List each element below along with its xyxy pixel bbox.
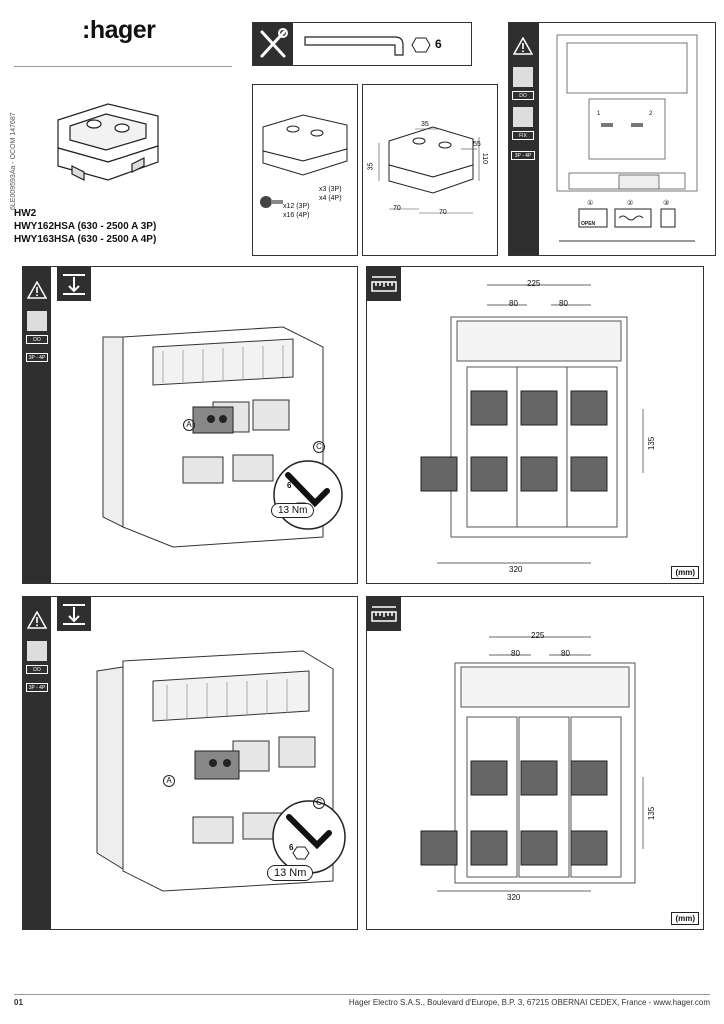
badge-do: DO (26, 335, 48, 344)
breaker-iso-drawing-2 (96, 650, 346, 892)
badge-poles: 3P - 4P (511, 151, 535, 160)
hex-nut-icon (411, 37, 431, 53)
reference-drawing-area: 1 2 ① ② ③ OPEN (539, 23, 715, 255)
dim-320: 320 (509, 565, 523, 574)
callout-c: C (313, 797, 325, 809)
tools-header (253, 23, 293, 65)
kit-block-drawing (262, 114, 348, 176)
page-number: 01 (14, 998, 23, 1007)
do-icon (27, 311, 47, 331)
tools-box: 6 (252, 22, 472, 66)
badge-do: DO (512, 91, 534, 100)
screw-icon (260, 196, 283, 208)
dim-70-left: 70 (393, 205, 401, 212)
dim-80-left: 80 (511, 649, 520, 658)
qty-screws-4p: x16 (4P) (283, 212, 310, 219)
block-dimension-drawing (378, 126, 480, 214)
dim-35-top: 35 (421, 121, 429, 128)
marker-2: 2 (649, 111, 653, 117)
reference-box: DO FIX 3P - 4P 1 2 ① ② ③ OPEN (508, 22, 716, 256)
dim-135: 135 (647, 436, 657, 451)
block-dimensions-box: 35 55 110 35 70 70 (362, 84, 498, 256)
unit-label: (mm) (671, 566, 699, 579)
dimensions-panel-1: 225 80 80 135 320 (mm) (366, 266, 704, 584)
dim-110: 110 (481, 152, 489, 165)
dim-80-left: 80 (509, 299, 518, 308)
doc-code: 6LE009593Aa - OCOM 147687 (10, 112, 17, 210)
ruler-icon (367, 597, 401, 631)
dim-35-side: 35 (367, 162, 375, 171)
callout-a: A (183, 419, 195, 431)
assembly-panel-2: DO 3P - 4P A C 6 13 Nm (22, 596, 358, 930)
qty-screws-3p: x12 (3P) (283, 203, 310, 210)
dim-70-right: 70 (439, 209, 447, 216)
product-line-2: HWY163HSA (630 - 2500 A 4P) (14, 234, 157, 245)
product-family: HW2 (14, 208, 37, 219)
install-icon (57, 267, 91, 301)
breaker-front-drawing (556, 34, 698, 242)
callout-a: A (163, 775, 175, 787)
breaker-iso-drawing-1 (102, 326, 343, 548)
dim-80-right: 80 (559, 299, 568, 308)
do-icon (513, 67, 533, 87)
install-icon (57, 597, 91, 631)
dim-55: 55 (473, 141, 481, 148)
fix-icon (513, 107, 533, 127)
brand-logo: :hager (82, 16, 156, 44)
marker-1: 1 (597, 111, 601, 117)
torque-hex-size: 6 (289, 843, 294, 852)
badge-do: DO (26, 665, 48, 674)
dim-80-right: 80 (561, 649, 570, 658)
do-icon (27, 641, 47, 661)
product-line-1: HWY162HSA (630 - 2500 A 3P) (14, 221, 157, 232)
panel-3-sidebar: DO 3P - 4P (23, 597, 51, 929)
dim-135: 135 (647, 806, 657, 821)
qty-blocks-3p: x3 (3P) (319, 186, 342, 193)
torque-hex-size: 6 (287, 481, 292, 490)
footer-rule (14, 994, 710, 995)
qty-blocks-4p: x4 (4P) (319, 195, 342, 202)
footer-address: Hager Electro S.A.S., Boulevard d'Europe… (348, 998, 710, 1007)
front-dimension-drawing-2 (420, 636, 644, 892)
dimensions-panel-2: 225 80 80 135 320 (mm) (366, 596, 704, 930)
warning-icon (513, 37, 533, 55)
header-rule (14, 66, 232, 67)
callout-c: C (313, 441, 325, 453)
wrench-screwdriver-icon (260, 28, 288, 58)
unit-label: (mm) (671, 912, 699, 925)
dim-225: 225 (531, 631, 545, 640)
kit-box: x12 (3P) x16 (4P) x3 (3P) x4 (4P) (252, 84, 358, 256)
warning-icon (27, 281, 47, 299)
open-label: OPEN (581, 221, 596, 227)
torque-value: 13 Nm (271, 503, 315, 518)
panel-1-sidebar: DO 3P - 4P (23, 267, 51, 583)
assembly-panel-1: DO 3P - 4P A C 6 13 Nm (22, 266, 358, 584)
terminal-block-drawing (57, 103, 159, 181)
step-2: ② (627, 200, 634, 207)
hex-key-icon (304, 36, 404, 56)
warning-icon (27, 611, 47, 629)
badge-fix: FIX (512, 131, 534, 140)
badge-poles: 3P - 4P (26, 683, 48, 692)
step-3: ③ (663, 200, 670, 207)
ruler-icon (367, 267, 401, 301)
dim-320: 320 (507, 893, 521, 902)
step-1: ① (587, 200, 594, 207)
dim-225: 225 (527, 279, 541, 288)
badge-poles: 3P - 4P (26, 353, 48, 362)
torque-value: 13 Nm (267, 865, 314, 881)
front-dimension-drawing-1 (420, 284, 644, 564)
hex-size: 6 (435, 37, 442, 51)
